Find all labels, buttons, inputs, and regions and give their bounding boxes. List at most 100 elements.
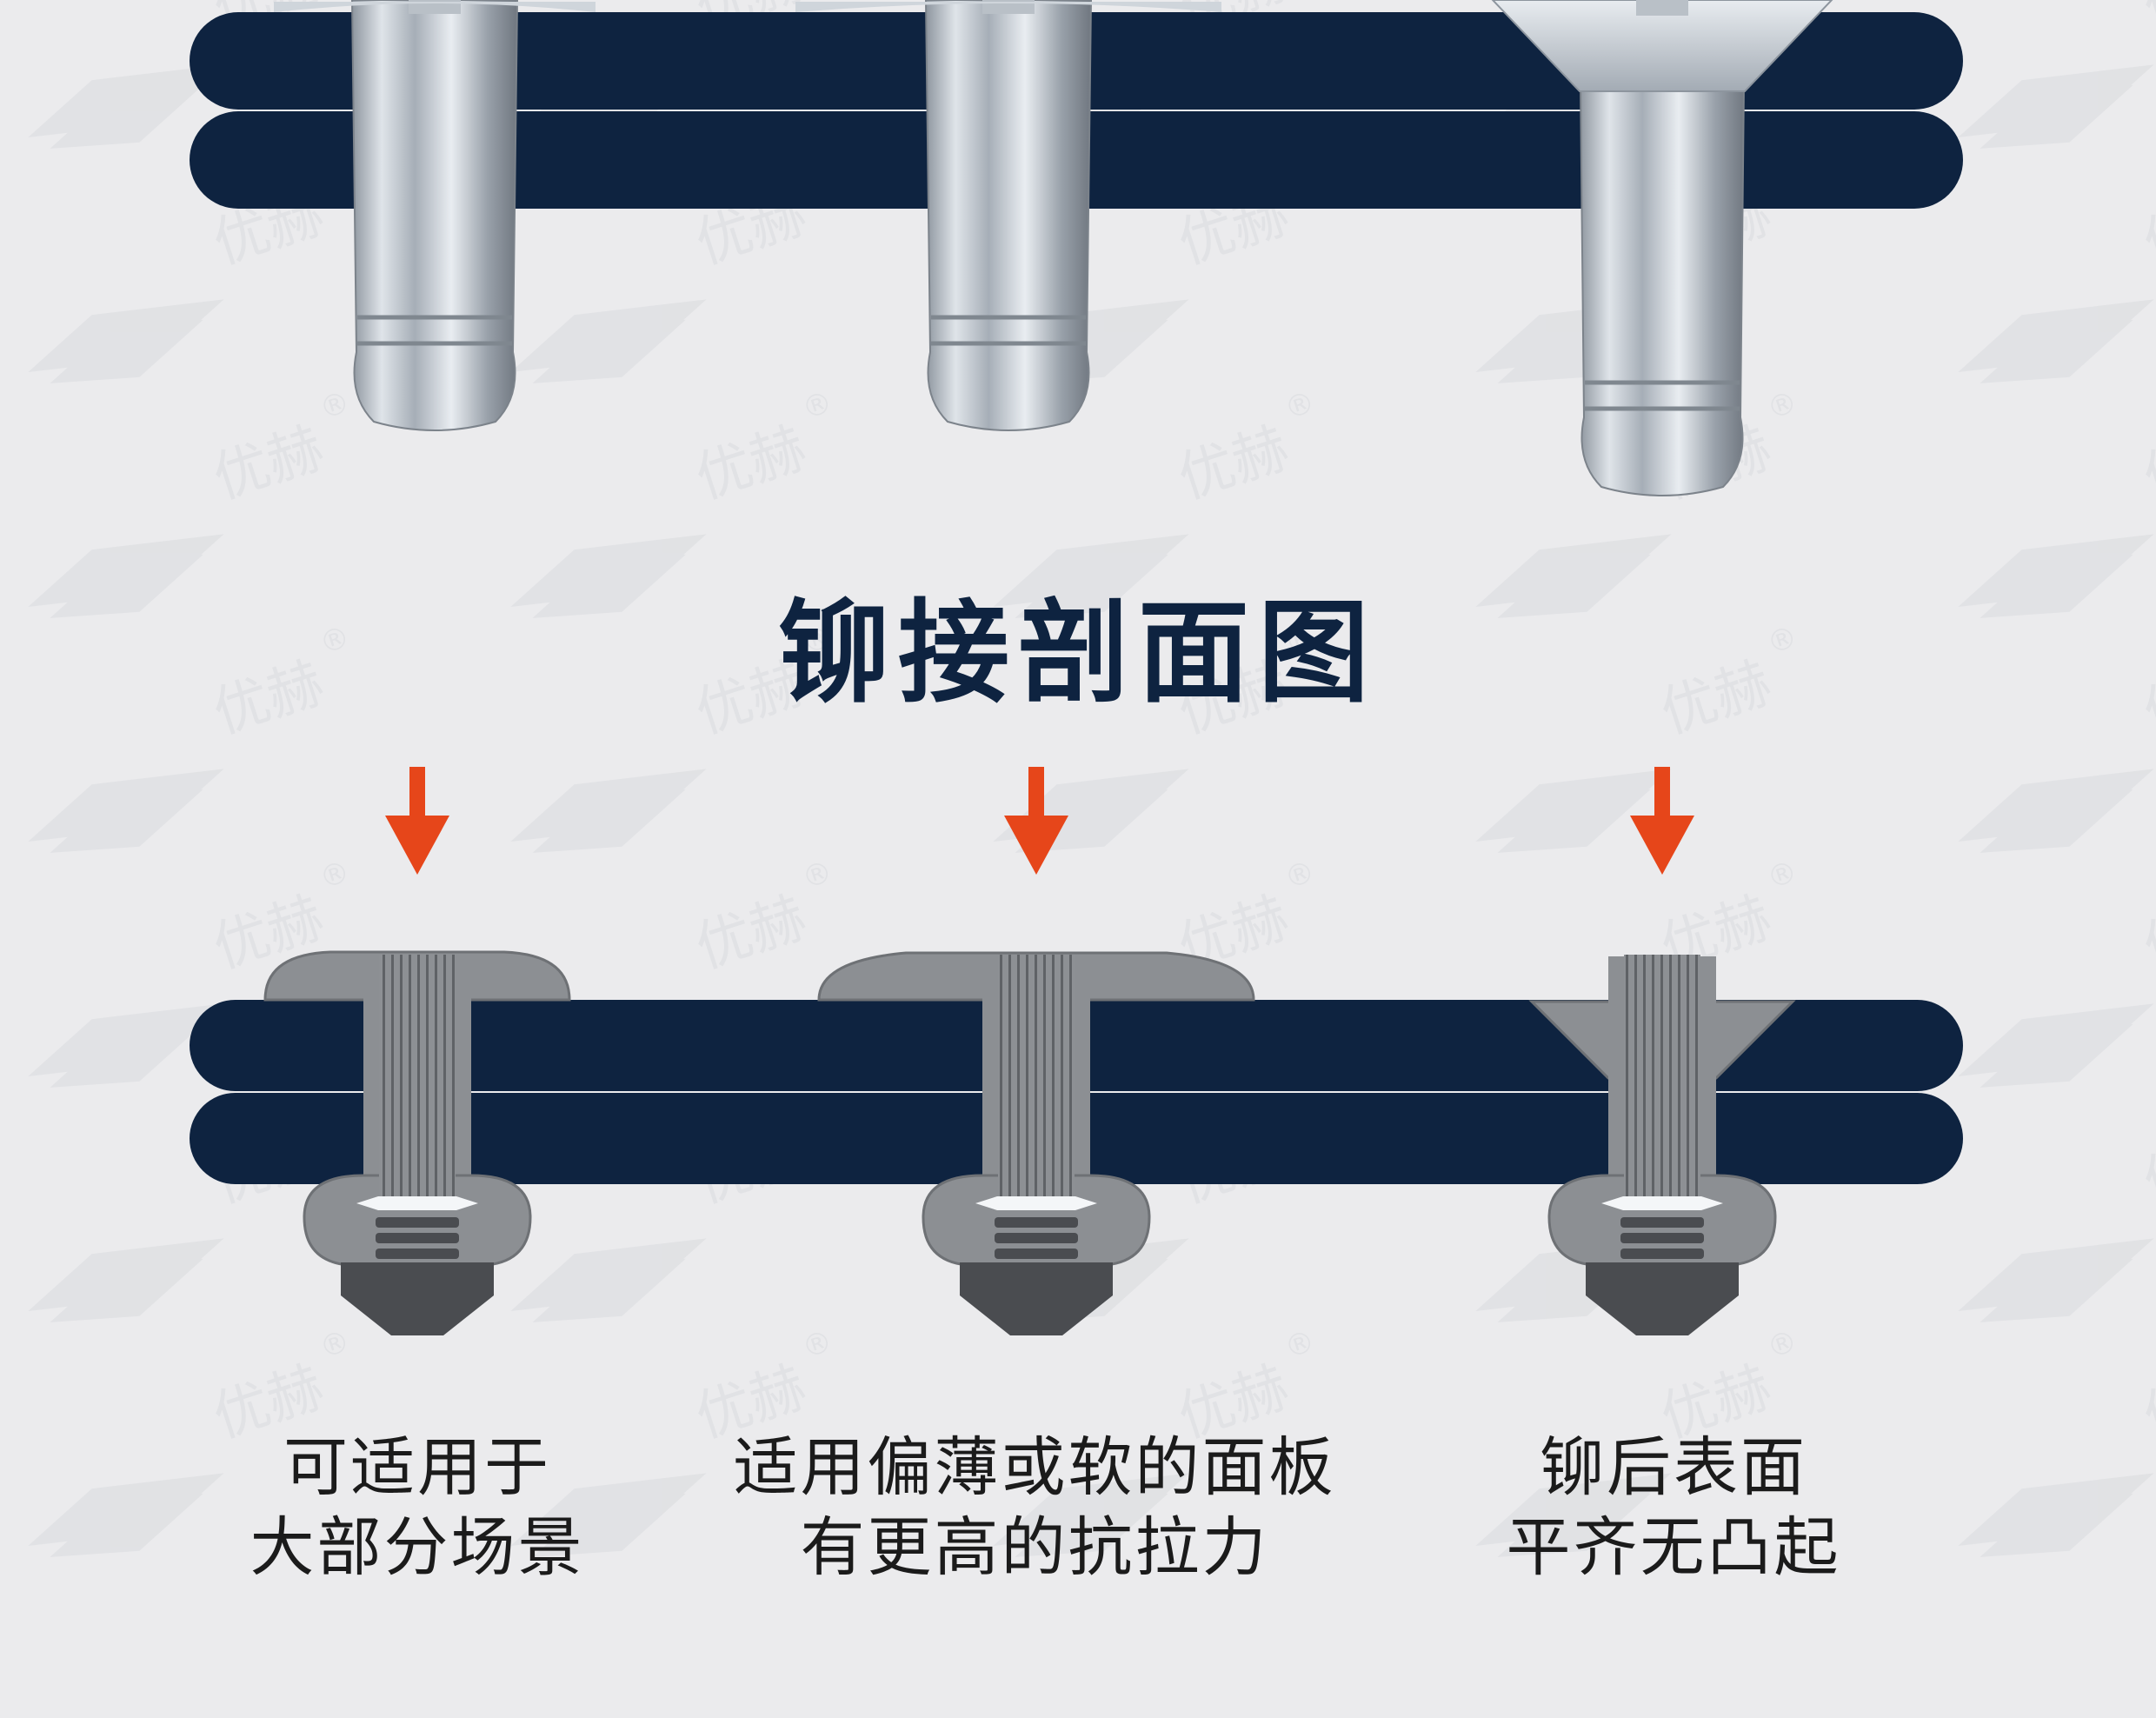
down-arrow-shaft xyxy=(409,767,425,821)
watermark-tile: 优赫® xyxy=(1958,1355,2156,1557)
rivet-countersunk-head xyxy=(1491,0,1833,92)
watermark-logo-icon xyxy=(1958,769,2154,853)
down-arrow-icon xyxy=(385,767,449,875)
watermark-registered-mark: ® xyxy=(316,854,355,896)
watermark-logo-icon xyxy=(510,1473,707,1557)
rivet-thread xyxy=(995,1249,1078,1259)
watermark-logo-icon xyxy=(1475,769,1672,853)
caption-dome-head: 可适用于 大部分场景 xyxy=(156,1428,678,1588)
rivet-dome-head-edge xyxy=(274,2,596,12)
watermark-registered-mark: ® xyxy=(1763,1323,1802,1366)
watermark-tile: 优赫® xyxy=(1958,886,2156,1088)
watermark-registered-mark: ® xyxy=(1281,854,1320,896)
rivet-shank xyxy=(350,0,519,431)
rivet-thread xyxy=(1620,1217,1704,1228)
rivet-mandrel-tip xyxy=(960,1262,1113,1335)
rivet-thread xyxy=(995,1233,1078,1243)
watermark-brand-text: 优赫 xyxy=(2136,886,2156,982)
watermark-logo-icon xyxy=(510,1238,707,1322)
watermark-logo-icon xyxy=(993,769,1189,853)
caption-line: 平齐无凸起 xyxy=(1506,1510,1841,1585)
caption-line: 有更高的抗拉力 xyxy=(800,1510,1269,1585)
watermark-logo-icon xyxy=(1958,1003,2154,1088)
caption-line: 大部分场景 xyxy=(250,1510,585,1585)
watermark-registered-mark: ® xyxy=(798,384,837,427)
watermark-brand-text: 优赫 xyxy=(2136,1355,2156,1451)
rivet-mandrel-ridged xyxy=(379,955,456,1196)
watermark-brand-text: 优赫 xyxy=(2136,0,2156,42)
watermark-logo-icon xyxy=(510,534,707,618)
caption-line: 铆后表面 xyxy=(1540,1430,1807,1505)
watermark-logo-icon xyxy=(28,299,224,383)
watermark-logo-icon xyxy=(28,534,224,618)
watermark-registered-mark: ® xyxy=(1763,854,1802,896)
watermark-logo-icon xyxy=(993,1473,1189,1557)
watermark-logo-icon xyxy=(28,1238,224,1322)
watermark-brand-text: 优赫 xyxy=(206,416,332,512)
down-arrow-head xyxy=(1630,816,1694,875)
section-rivet-countersunk xyxy=(1528,955,1796,1335)
down-arrow-icon xyxy=(1004,767,1068,875)
section-rivet-dome-head xyxy=(263,950,571,1335)
watermark-logo-icon xyxy=(510,769,707,853)
caption-line: 适用偏薄或软的面板 xyxy=(733,1430,1336,1505)
rivet-break-gap xyxy=(356,1196,478,1210)
rivet-mandrel-tip xyxy=(341,1262,494,1335)
watermark-logo-icon xyxy=(1475,534,1672,618)
rivet-shank xyxy=(1578,0,1747,496)
watermark-brand-text: 优赫 xyxy=(2136,1121,2156,1216)
caption-countersunk: 铆后表面 平齐无凸起 xyxy=(1413,1428,1934,1588)
watermark-logo-icon xyxy=(28,769,224,853)
rivet-mandrel xyxy=(1636,0,1688,16)
watermark-logo-icon xyxy=(1958,64,2154,149)
rivet-thread xyxy=(376,1233,459,1243)
watermark-brand-text: 优赫 xyxy=(1171,416,1297,512)
top-rivet-countersunk xyxy=(1491,0,1833,496)
watermark-tile: 优赫® xyxy=(1958,182,2156,383)
rivet-thread xyxy=(376,1217,459,1228)
watermark-brand-text: 优赫 xyxy=(689,416,815,512)
section-rivet-large-flange xyxy=(817,951,1255,1335)
rivet-break-gap xyxy=(975,1196,1097,1210)
down-arrow-shaft xyxy=(1654,767,1670,821)
watermark-registered-mark: ® xyxy=(316,1323,355,1366)
watermark-logo-icon xyxy=(1958,299,2154,383)
caption-line: 可适用于 xyxy=(283,1430,551,1505)
watermark-brand-text: 优赫 xyxy=(689,886,815,982)
watermark-logo-icon xyxy=(1958,1238,2154,1322)
watermark-logo-icon xyxy=(1958,1473,2154,1557)
rivet-thread xyxy=(995,1217,1078,1228)
watermark-registered-mark: ® xyxy=(798,1323,837,1366)
watermark-logo-icon xyxy=(993,534,1189,618)
rivet-mandrel-ridged xyxy=(998,955,1075,1196)
watermark-logo-icon xyxy=(1958,534,2154,618)
rivet-mandrel-ridged xyxy=(1624,955,1700,1196)
down-arrow-icon xyxy=(1630,767,1694,875)
top-rivet-dome-head xyxy=(274,0,596,431)
rivet-mandrel-tip xyxy=(1586,1262,1739,1335)
rivet-thread xyxy=(1620,1249,1704,1259)
watermark-logo-icon xyxy=(28,64,224,149)
rivet-thread xyxy=(1620,1233,1704,1243)
watermark-logo-icon xyxy=(1475,1473,1672,1557)
watermark-registered-mark: ® xyxy=(1763,384,1802,427)
watermark-registered-mark: ® xyxy=(798,854,837,896)
rivet-break-gap xyxy=(1601,1196,1723,1210)
watermark-registered-mark: ® xyxy=(316,384,355,427)
watermark-logo-icon xyxy=(510,299,707,383)
caption-large-flange: 适用偏薄或软的面板 有更高的抗拉力 xyxy=(687,1428,1382,1588)
rivet-flange-head-edge xyxy=(795,2,1221,12)
rivet-shank xyxy=(924,0,1093,431)
rivet-thread xyxy=(376,1249,459,1259)
down-arrow-shaft xyxy=(1028,767,1044,821)
watermark-brand-text: 优赫 xyxy=(2136,416,2156,512)
watermark-registered-mark: ® xyxy=(1281,384,1320,427)
top-rivet-large-flange xyxy=(795,0,1221,431)
watermark-brand-text: 优赫 xyxy=(2136,182,2156,277)
down-arrow-head xyxy=(385,816,449,875)
watermark-registered-mark: ® xyxy=(1281,1323,1320,1366)
down-arrow-head xyxy=(1004,816,1068,875)
watermark-logo-icon xyxy=(28,1003,224,1088)
